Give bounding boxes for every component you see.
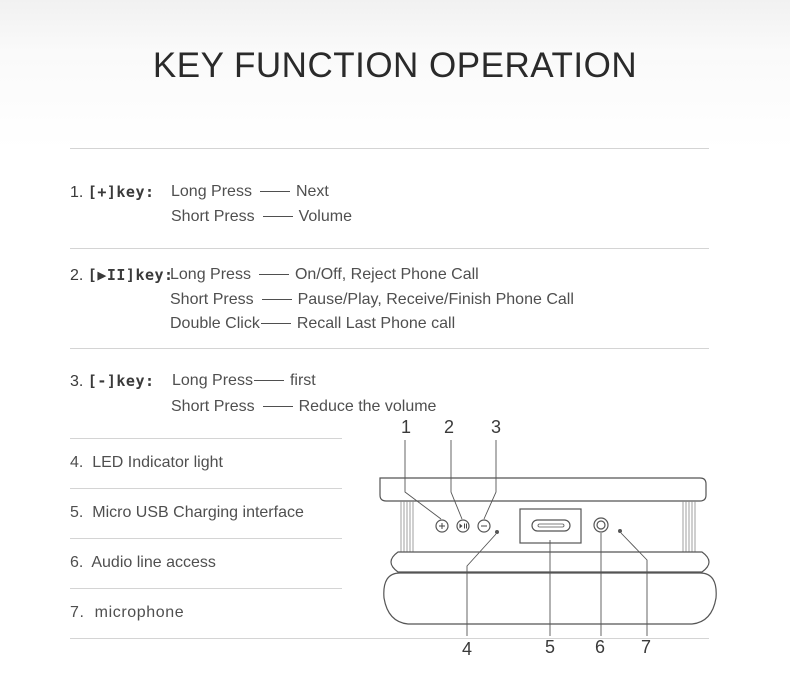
divider	[70, 588, 342, 589]
callout-7: 7	[641, 637, 652, 657]
callout-3: 3	[491, 417, 502, 437]
divider	[70, 438, 342, 439]
key-label-plus: 1. [+]key:	[70, 183, 155, 201]
divider	[70, 248, 709, 249]
device-body	[379, 477, 717, 625]
callout-lines	[404, 440, 648, 636]
callout-5: 5	[545, 637, 556, 657]
feature-led-indicator: 4. LED Indicator light	[70, 454, 223, 471]
divider	[70, 348, 709, 349]
callout-1: 1	[401, 417, 412, 437]
divider	[70, 638, 709, 639]
feature-audio-line: 6. Audio line access	[70, 554, 216, 571]
feature-microphone: 7. microphone	[70, 604, 185, 621]
callout-6: 6	[595, 637, 606, 657]
callout-4: 4	[462, 639, 473, 659]
key-label-minus: 3. [-]key:	[70, 372, 155, 390]
button-glyphs	[439, 523, 487, 529]
divider	[70, 538, 342, 539]
key-label-play-pause: 2. [▶II]key:	[70, 266, 174, 284]
divider	[70, 148, 709, 149]
feature-micro-usb: 5. Micro USB Charging interface	[70, 504, 304, 521]
callout-2: 2	[444, 417, 455, 437]
page-title: KEY FUNCTION OPERATION	[152, 46, 638, 85]
header-background	[0, 0, 790, 150]
divider	[70, 488, 342, 489]
